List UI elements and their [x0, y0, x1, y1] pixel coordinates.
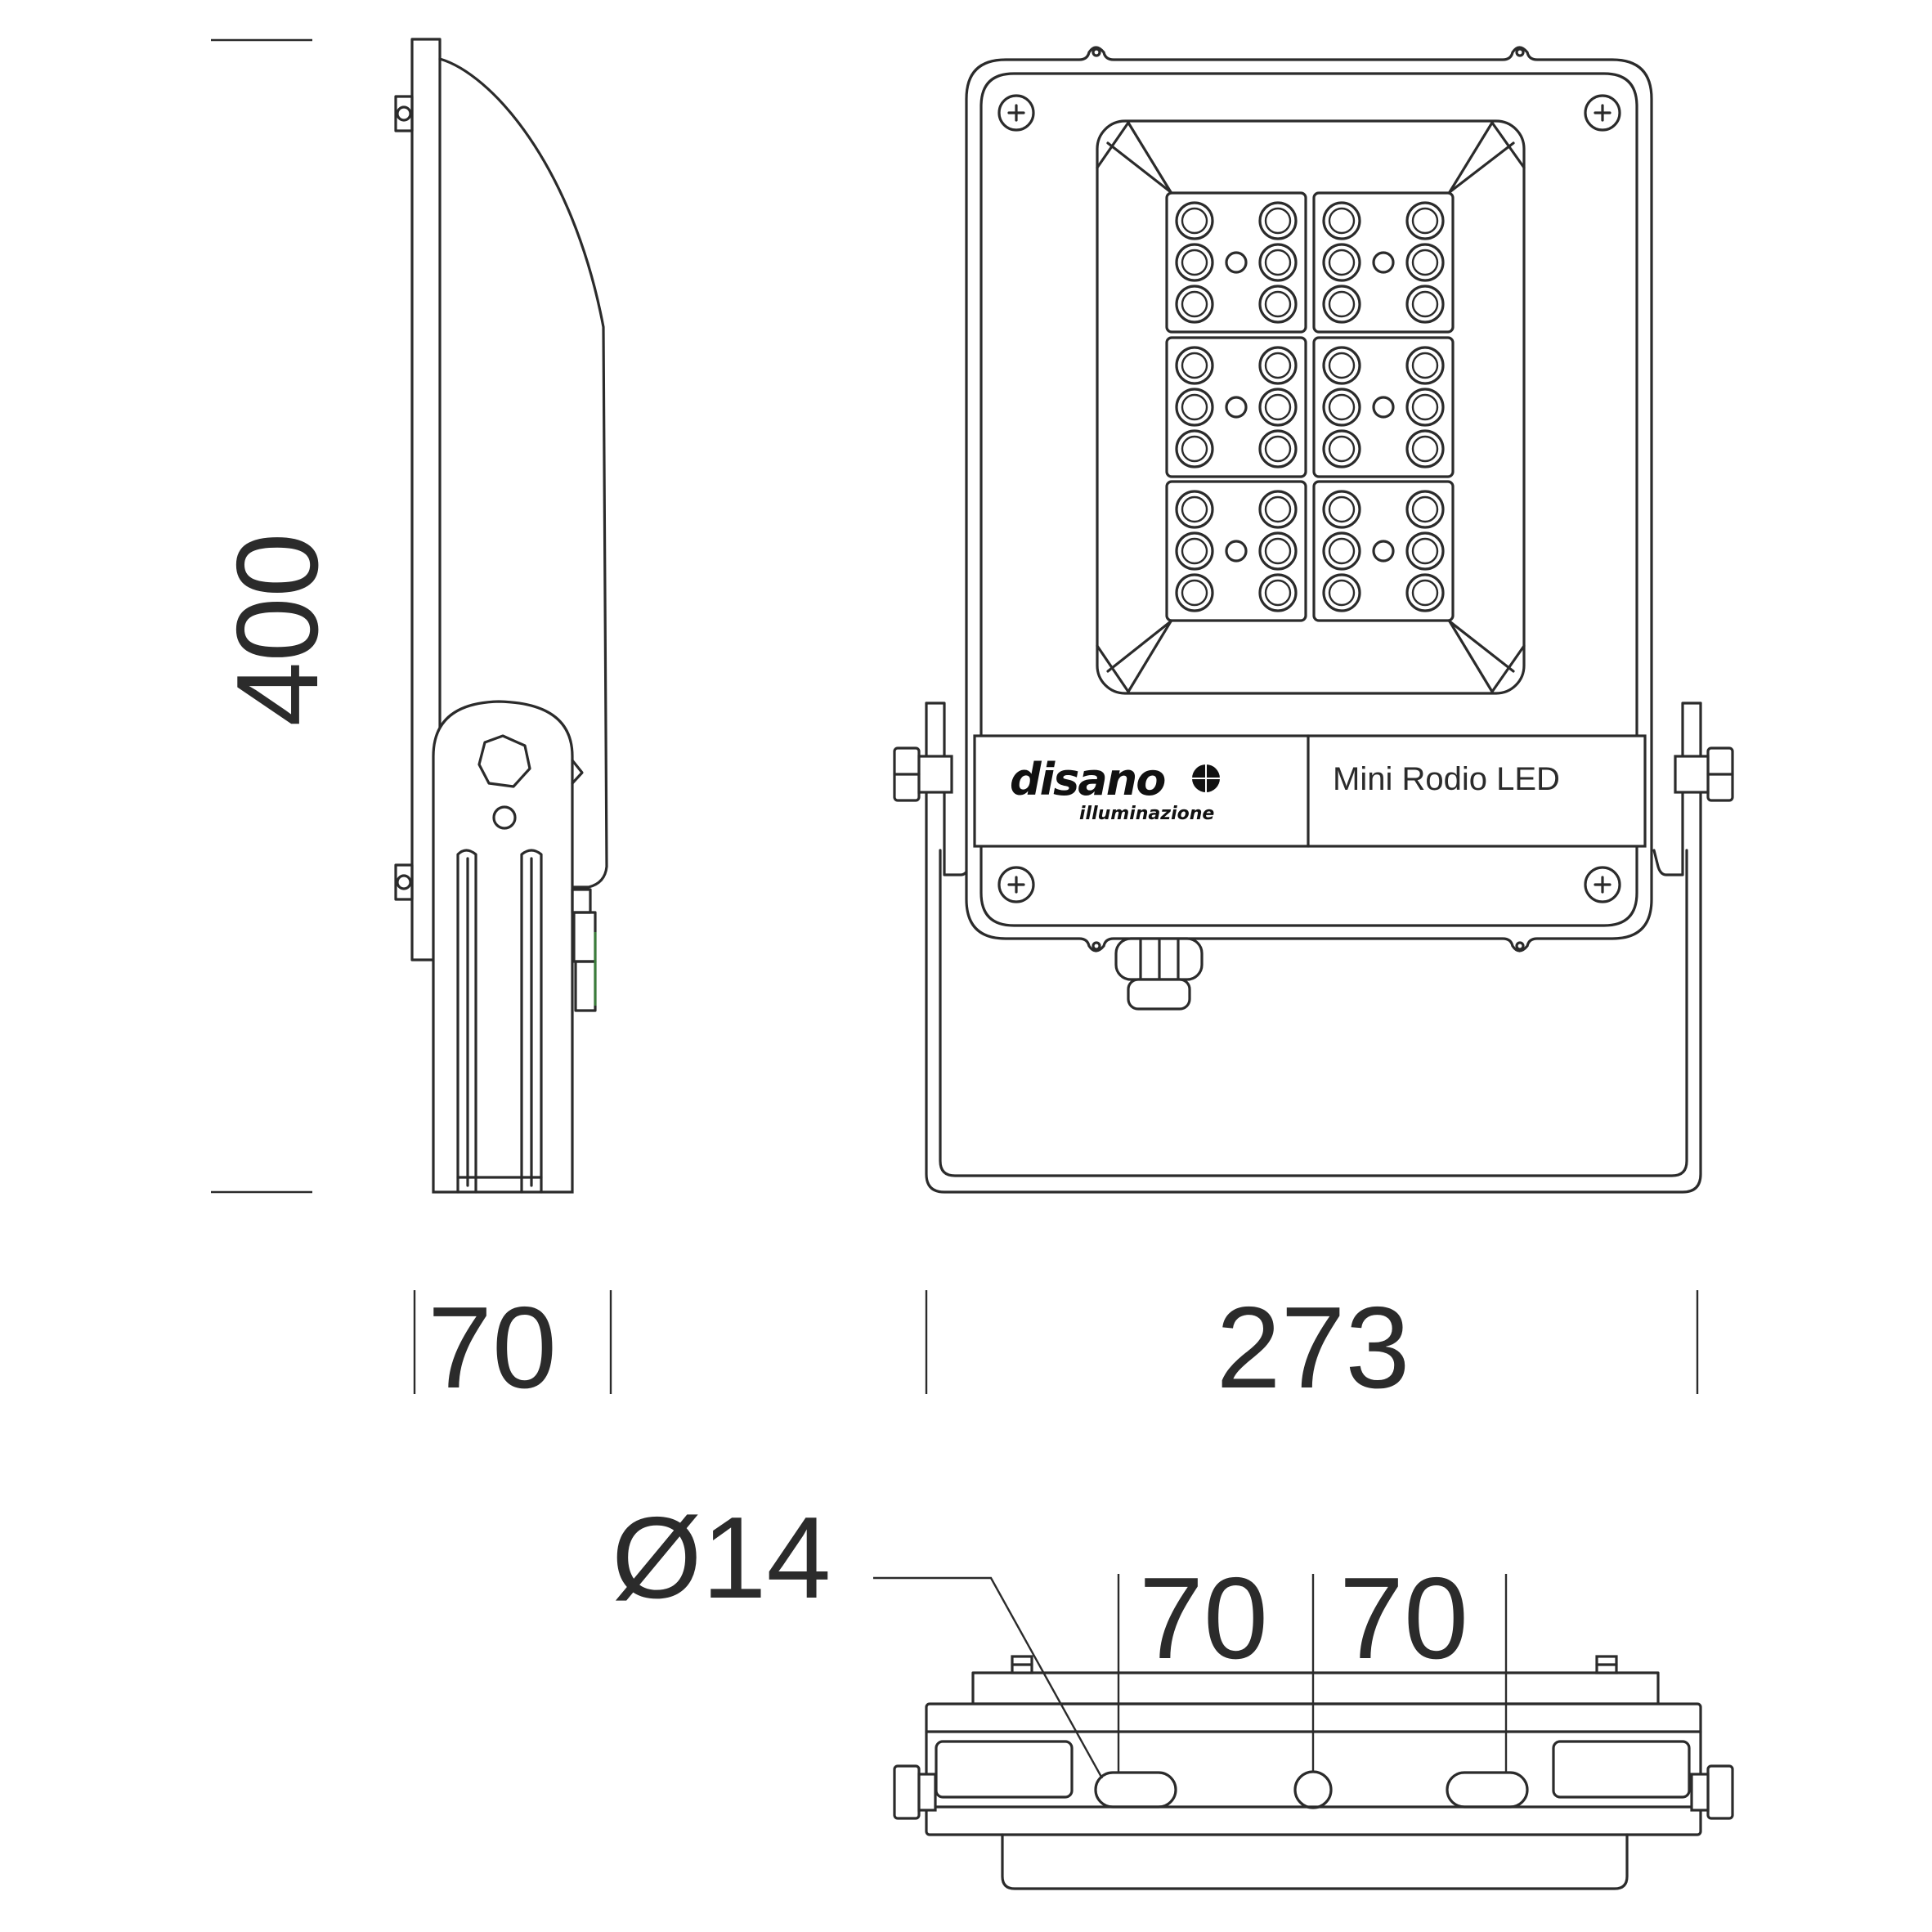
slot-hole-right [1446, 1771, 1529, 1809]
led-module [1165, 480, 1307, 622]
led-lens [1322, 429, 1361, 468]
led-lens [1175, 531, 1214, 571]
led-sensor [1225, 251, 1248, 274]
led-module [1312, 336, 1455, 478]
screw-icon [1011, 1655, 1033, 1674]
led-sensor [1225, 540, 1248, 563]
screw-icon [997, 94, 1035, 132]
front-bracket-inner [939, 849, 1688, 1177]
screw-icon [997, 866, 1035, 903]
led-lens [1405, 490, 1445, 529]
bracket-channel-left [456, 849, 477, 1194]
pivot-hole [492, 805, 517, 830]
bottom-top-lip [971, 1671, 1660, 1706]
depth-dimension: 70 [428, 1283, 557, 1413]
side-bolt-right [1674, 746, 1734, 802]
optic-frame [1096, 119, 1526, 695]
led-module [1165, 336, 1307, 478]
model-name: Mini Rodio LED [1333, 761, 1560, 797]
led-lens [1258, 243, 1298, 282]
screw-icon [1584, 94, 1621, 132]
led-lens [1258, 573, 1298, 612]
housing-inner [979, 72, 1638, 927]
led-array [1165, 191, 1455, 622]
led-module [1312, 480, 1455, 622]
led-module [1312, 191, 1455, 334]
led-lens [1322, 388, 1361, 427]
led-lens [1322, 573, 1361, 612]
led-lens [1258, 201, 1298, 240]
led-lens [1405, 429, 1445, 468]
led-lens [1405, 573, 1445, 612]
led-lens [1405, 346, 1445, 385]
led-sensor [1372, 540, 1395, 563]
label-band [973, 734, 1647, 848]
bottom-lower-lip [1001, 1833, 1629, 1890]
led-lens [1175, 573, 1214, 612]
led-lens [1322, 243, 1361, 282]
side-cable-gland [571, 888, 597, 1012]
side-slot-right [1552, 1740, 1691, 1799]
led-lens [1322, 201, 1361, 240]
side-slot-left [935, 1740, 1074, 1799]
led-lens [1322, 531, 1361, 571]
led-sensor [1225, 396, 1248, 419]
led-lens [1175, 490, 1214, 529]
led-lens [1258, 285, 1298, 324]
led-lens [1175, 201, 1214, 240]
led-lens [1175, 429, 1214, 468]
led-lens [1322, 346, 1361, 385]
side-bolt-right [1690, 1764, 1734, 1820]
side-back-plate [410, 38, 442, 962]
slot-hole-left [1094, 1771, 1177, 1809]
led-sensor [1372, 251, 1395, 274]
bracket-channel-right [520, 849, 543, 1194]
led-lens [1258, 531, 1298, 571]
side-view: 400 [211, 38, 612, 1413]
led-lens [1405, 243, 1445, 282]
disano-globe-icon [1192, 764, 1220, 792]
screw-icon [394, 95, 414, 132]
side-bolt-left [893, 746, 953, 802]
hole-spacing-left-dimension: 70 [1139, 1553, 1268, 1683]
front-view: disano illuminazione Mini Rodio LED 273 [893, 46, 1734, 1413]
led-lens [1405, 388, 1445, 427]
led-lens [1175, 285, 1214, 324]
screw-icon [1595, 1655, 1618, 1674]
led-lens [1322, 285, 1361, 324]
led-lens [1258, 490, 1298, 529]
led-lens [1322, 490, 1361, 529]
led-lens [1258, 429, 1298, 468]
hole-diameter-leader [873, 1576, 1104, 1779]
hole-spacing-right-dimension: 70 [1339, 1553, 1468, 1683]
hole-diameter-dimension: Ø14 [612, 1493, 831, 1623]
led-lens [1405, 285, 1445, 324]
side-bolt-left [893, 1764, 937, 1820]
led-lens [1175, 243, 1214, 282]
brand-logo: disano [1010, 754, 1165, 805]
screw-icon [1584, 866, 1621, 903]
led-lens [1258, 346, 1298, 385]
screw-icon [394, 863, 414, 901]
led-lens [1175, 388, 1214, 427]
led-module [1165, 191, 1307, 334]
led-lens [1175, 346, 1214, 385]
bottom-view: Ø14 70 70 [612, 1493, 1734, 1890]
side-housing [438, 57, 608, 889]
side-bracket [432, 700, 574, 1194]
brand-subtitle: illuminazione [1079, 804, 1214, 824]
led-sensor [1372, 396, 1395, 419]
height-dimension: 400 [213, 533, 343, 727]
cable-gland [1114, 937, 1204, 1011]
hex-bolt-icon [477, 734, 531, 788]
front-bracket-outer [925, 702, 1702, 1194]
led-lens [1405, 531, 1445, 571]
led-lens [1405, 201, 1445, 240]
width-dimension: 273 [1217, 1283, 1410, 1413]
led-lens [1258, 388, 1298, 427]
